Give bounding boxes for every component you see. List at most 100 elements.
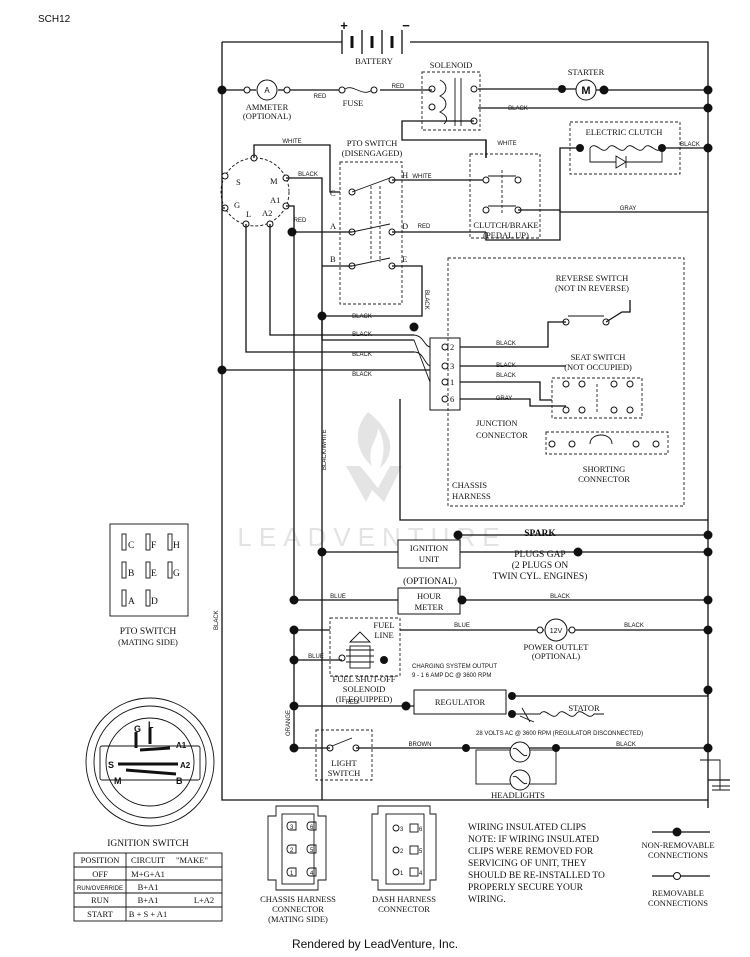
pto-term-h: H: [402, 170, 408, 180]
note-line: WIRING.: [468, 895, 506, 905]
ignition-unit: IGNITION UNIT SPARK PLUGS GAP (2 PLUGS O…: [317, 529, 713, 582]
wire-black-2: BLACK: [298, 172, 318, 178]
ign-face-a2: A2: [180, 761, 191, 770]
pto-term-d: D: [402, 221, 408, 231]
ign-term-s: S: [236, 177, 241, 187]
pto-grid-a: A: [128, 597, 135, 607]
wire-black-5: BLACK: [352, 352, 372, 358]
pto-grid-h: H: [173, 541, 180, 551]
dash-pin-5: 5: [419, 849, 423, 855]
wire-black-12: BLACK: [616, 742, 636, 748]
diagram-id: SCH12: [38, 14, 71, 25]
ign-face-m: M: [114, 776, 122, 786]
ign-face-g: G: [134, 724, 141, 734]
pto-switch: PTO SWITCH (DISENGAGED) C H A D B E WHIT…: [287, 138, 486, 320]
dash-pin-4: 4: [419, 871, 423, 877]
wire-blue-2: BLUE: [308, 654, 324, 660]
table-header: POSITION: [81, 855, 120, 865]
ignition-unit-1: IGNITION: [410, 543, 448, 553]
junction-pin-2: 2: [450, 342, 454, 352]
spark-2: PLUGS GAP: [514, 550, 565, 560]
power-outlet: 12V POWER OUTLET (OPTIONAL): [524, 618, 590, 661]
table-cell: M+G+A1: [131, 869, 165, 879]
pto-term-b: B: [330, 254, 336, 264]
chassis-label-1: CHASSIS: [452, 480, 487, 490]
ign-face-a1: A1: [176, 741, 187, 750]
fuel-solenoid-2: SOLENOID: [343, 684, 386, 694]
chassis-harness-connector: 3 6 2 5 1 4 CHASSIS HARNESS CONNECTOR (M…: [260, 805, 336, 924]
dash-conn-1: DASH HARNESS: [372, 894, 436, 904]
wire-gray-2: GRAY: [496, 396, 513, 402]
wire-orange: ORANGE: [286, 710, 292, 736]
ignition-switch-label: IGNITION SWITCH: [107, 839, 189, 849]
chassis-pin-1: 1: [290, 871, 294, 877]
spark-4: TWIN CYL. ENGINES): [493, 571, 588, 582]
starter-label: STARTER: [568, 67, 605, 77]
chassis-pin-5: 5: [310, 848, 314, 854]
wire-blue-3: BLUE: [454, 623, 470, 629]
battery-label: BATTERY: [355, 56, 393, 66]
pto-term-a: A: [330, 221, 337, 231]
junction-pin-6: 6: [450, 394, 454, 404]
junction-label-2: CONNECTOR: [476, 430, 528, 440]
chassis-harness: CHASSIS HARNESS REVERSE SWITCH (NOT IN R…: [399, 257, 708, 521]
pto-grid-g: G: [173, 569, 180, 579]
stator-label: STATOR: [568, 703, 600, 713]
ign-face-s: S: [108, 760, 114, 770]
table-cell: B + S + A1: [129, 909, 167, 919]
wire-black-9: BLACK: [496, 373, 516, 379]
table-cell: RUN: [91, 895, 109, 905]
dash-harness-connector: 3 6 2 5 1 4 DASH HARNESS CONNECTOR: [371, 805, 437, 914]
charging-2: 9 - 1 6 AMP DC @ 3600 RPM: [412, 673, 491, 679]
fuel-solenoid-3: (IF EQUIPPED): [336, 694, 393, 704]
regulator-label: REGULATOR: [435, 697, 486, 707]
watermark-text: LEADVENTURE: [237, 522, 506, 552]
wire-red-4: RED: [346, 700, 359, 706]
pto-switch-label: PTO SWITCH: [347, 138, 398, 148]
ammeter: A AMMETER (OPTIONAL) RED: [222, 79, 432, 121]
power-outlet-1: POWER OUTLET: [524, 642, 590, 652]
legend-removable-1: REMOVABLE: [652, 888, 704, 898]
wire-black-7: BLACK: [496, 341, 516, 347]
hour-meter-2: METER: [415, 602, 444, 612]
battery-plus: +: [340, 18, 348, 33]
wire-black-3: BLACK: [352, 314, 372, 320]
solenoid-label: SOLENOID: [430, 60, 473, 70]
note-line: CLIPS WERE REMOVED FOR: [468, 847, 594, 857]
shorting-label-1: SHORTING: [583, 464, 625, 474]
fuel-line-1: FUEL: [373, 620, 394, 630]
table-cell: START: [87, 909, 114, 919]
wire-gray-1: GRAY: [620, 206, 637, 212]
note-line: SERVICING OF UNIT, THEY: [468, 859, 587, 869]
solenoid: SOLENOID: [421, 60, 481, 131]
ac-volts: 28 VOLTS AC @ 3600 RPM (REGULATOR DISCON…: [476, 731, 643, 737]
electric-clutch: ELECTRIC CLUTCH BLACK: [559, 121, 713, 212]
wire-blue-1: BLUE: [330, 594, 346, 600]
wire-black-white: BLACK/WHITE: [322, 429, 328, 470]
wire-black-10: BLACK: [550, 594, 570, 600]
starter-symbol: M: [581, 85, 590, 97]
wire-brown: BROWN: [409, 742, 432, 748]
note-line: PROPERLY SECURE YOUR: [468, 883, 584, 893]
battery-minus: −: [402, 18, 410, 33]
battery: + − BATTERY: [222, 18, 709, 808]
pto-grid-b: B: [128, 569, 134, 579]
ignition-table: POSITION CIRCUIT "MAKE" OFF M+G+A1 RUN/O…: [73, 852, 223, 922]
fuel-line-2: LINE: [374, 630, 393, 640]
headlights-label: HEADLIGHTS: [491, 790, 545, 800]
seat-switch-label: SEAT SWITCH: [571, 352, 626, 362]
ammeter-symbol: A: [264, 86, 270, 95]
reverse-switch-label: REVERSE SWITCH: [556, 273, 629, 283]
ign-term-g: G: [234, 200, 240, 210]
chassis-conn-2: CONNECTOR: [272, 904, 324, 914]
hour-meter: (OPTIONAL) HOUR METER BLUE BLACK: [289, 576, 713, 615]
junction-pin-1: 1: [450, 377, 454, 387]
hour-meter-1: HOUR: [417, 591, 441, 601]
wire-black-8: BLACK: [496, 363, 516, 369]
reverse-switch-state: (NOT IN REVERSE): [555, 283, 629, 293]
wiring-note: WIRING INSULATED CLIPS NOTE: IF WIRING I…: [468, 823, 605, 905]
table-cell: OFF: [92, 869, 108, 879]
ign-term-l: L: [246, 209, 251, 219]
pto-grid-d: D: [151, 597, 158, 607]
